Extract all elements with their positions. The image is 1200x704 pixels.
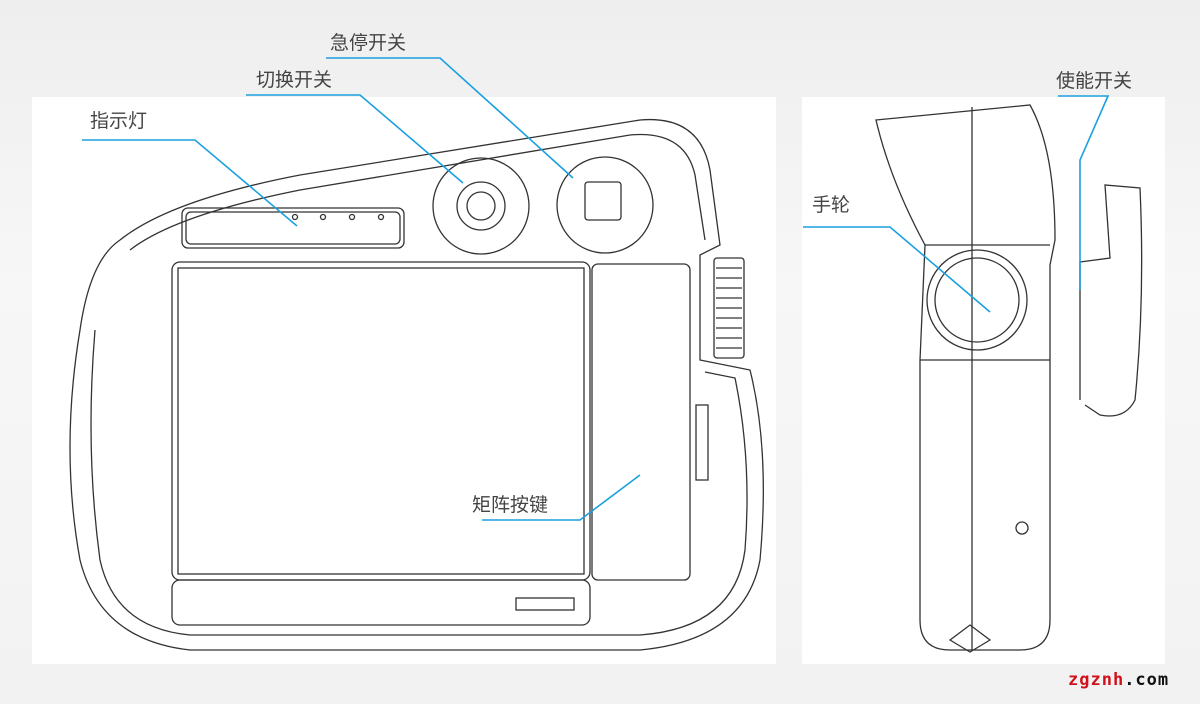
label-matrix-keys: 矩阵按键 [472,494,549,516]
watermark-tld: .com [1124,670,1170,690]
side-view-drawing [875,104,1143,653]
watermark-domain: zgznh [1068,670,1125,690]
label-indicator: 指示灯 [90,110,148,132]
label-handwheel: 手轮 [812,194,851,216]
label-enable-switch: 使能开关 [1056,70,1133,92]
label-estop: 急停开关 [330,32,407,54]
front-view-panel [32,97,776,664]
side-view-panel [802,97,1165,664]
label-mode-switch: 切换开关 [256,69,333,91]
leader-lines [82,57,1110,521]
front-view-drawing [69,118,764,651]
watermark: zgznh.com [1068,670,1169,690]
